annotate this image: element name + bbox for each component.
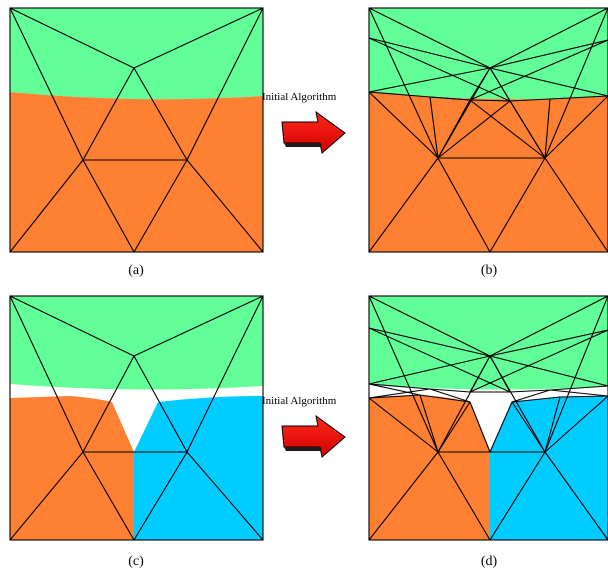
arrow-icon-top — [281, 110, 346, 154]
panel-d-mesh — [368, 295, 608, 541]
caption-b: (b) — [480, 263, 498, 278]
panel-c-blue-region — [134, 396, 263, 540]
caption-a: (a) — [128, 263, 144, 278]
panel-a — [9, 7, 264, 253]
arrow-icon-bottom — [281, 414, 346, 458]
panel-b-green-region — [369, 8, 608, 100]
panel-c-green-region — [10, 296, 263, 390]
panel-c-mesh — [9, 295, 264, 541]
panel-d-orange-region — [369, 395, 490, 540]
panel-d-green-region — [369, 296, 608, 390]
panel-a-green-region — [10, 8, 263, 100]
panel-b — [368, 7, 608, 253]
panel-a-mesh — [9, 7, 264, 253]
arrow-label-top: Initial Algorithm — [262, 91, 337, 103]
panel-b-orange-region — [369, 92, 608, 252]
arrow-label-bottom: Initial Algorithm — [262, 395, 337, 407]
caption-d: (d) — [480, 554, 498, 569]
caption-c: (c) — [128, 554, 144, 569]
panel-d-blue-region — [490, 396, 608, 540]
panel-d — [368, 295, 608, 541]
panel-a-orange-region — [10, 92, 263, 252]
panel-b-mesh — [368, 7, 608, 253]
panel-c-orange-region — [10, 396, 134, 540]
panel-c — [9, 295, 264, 541]
